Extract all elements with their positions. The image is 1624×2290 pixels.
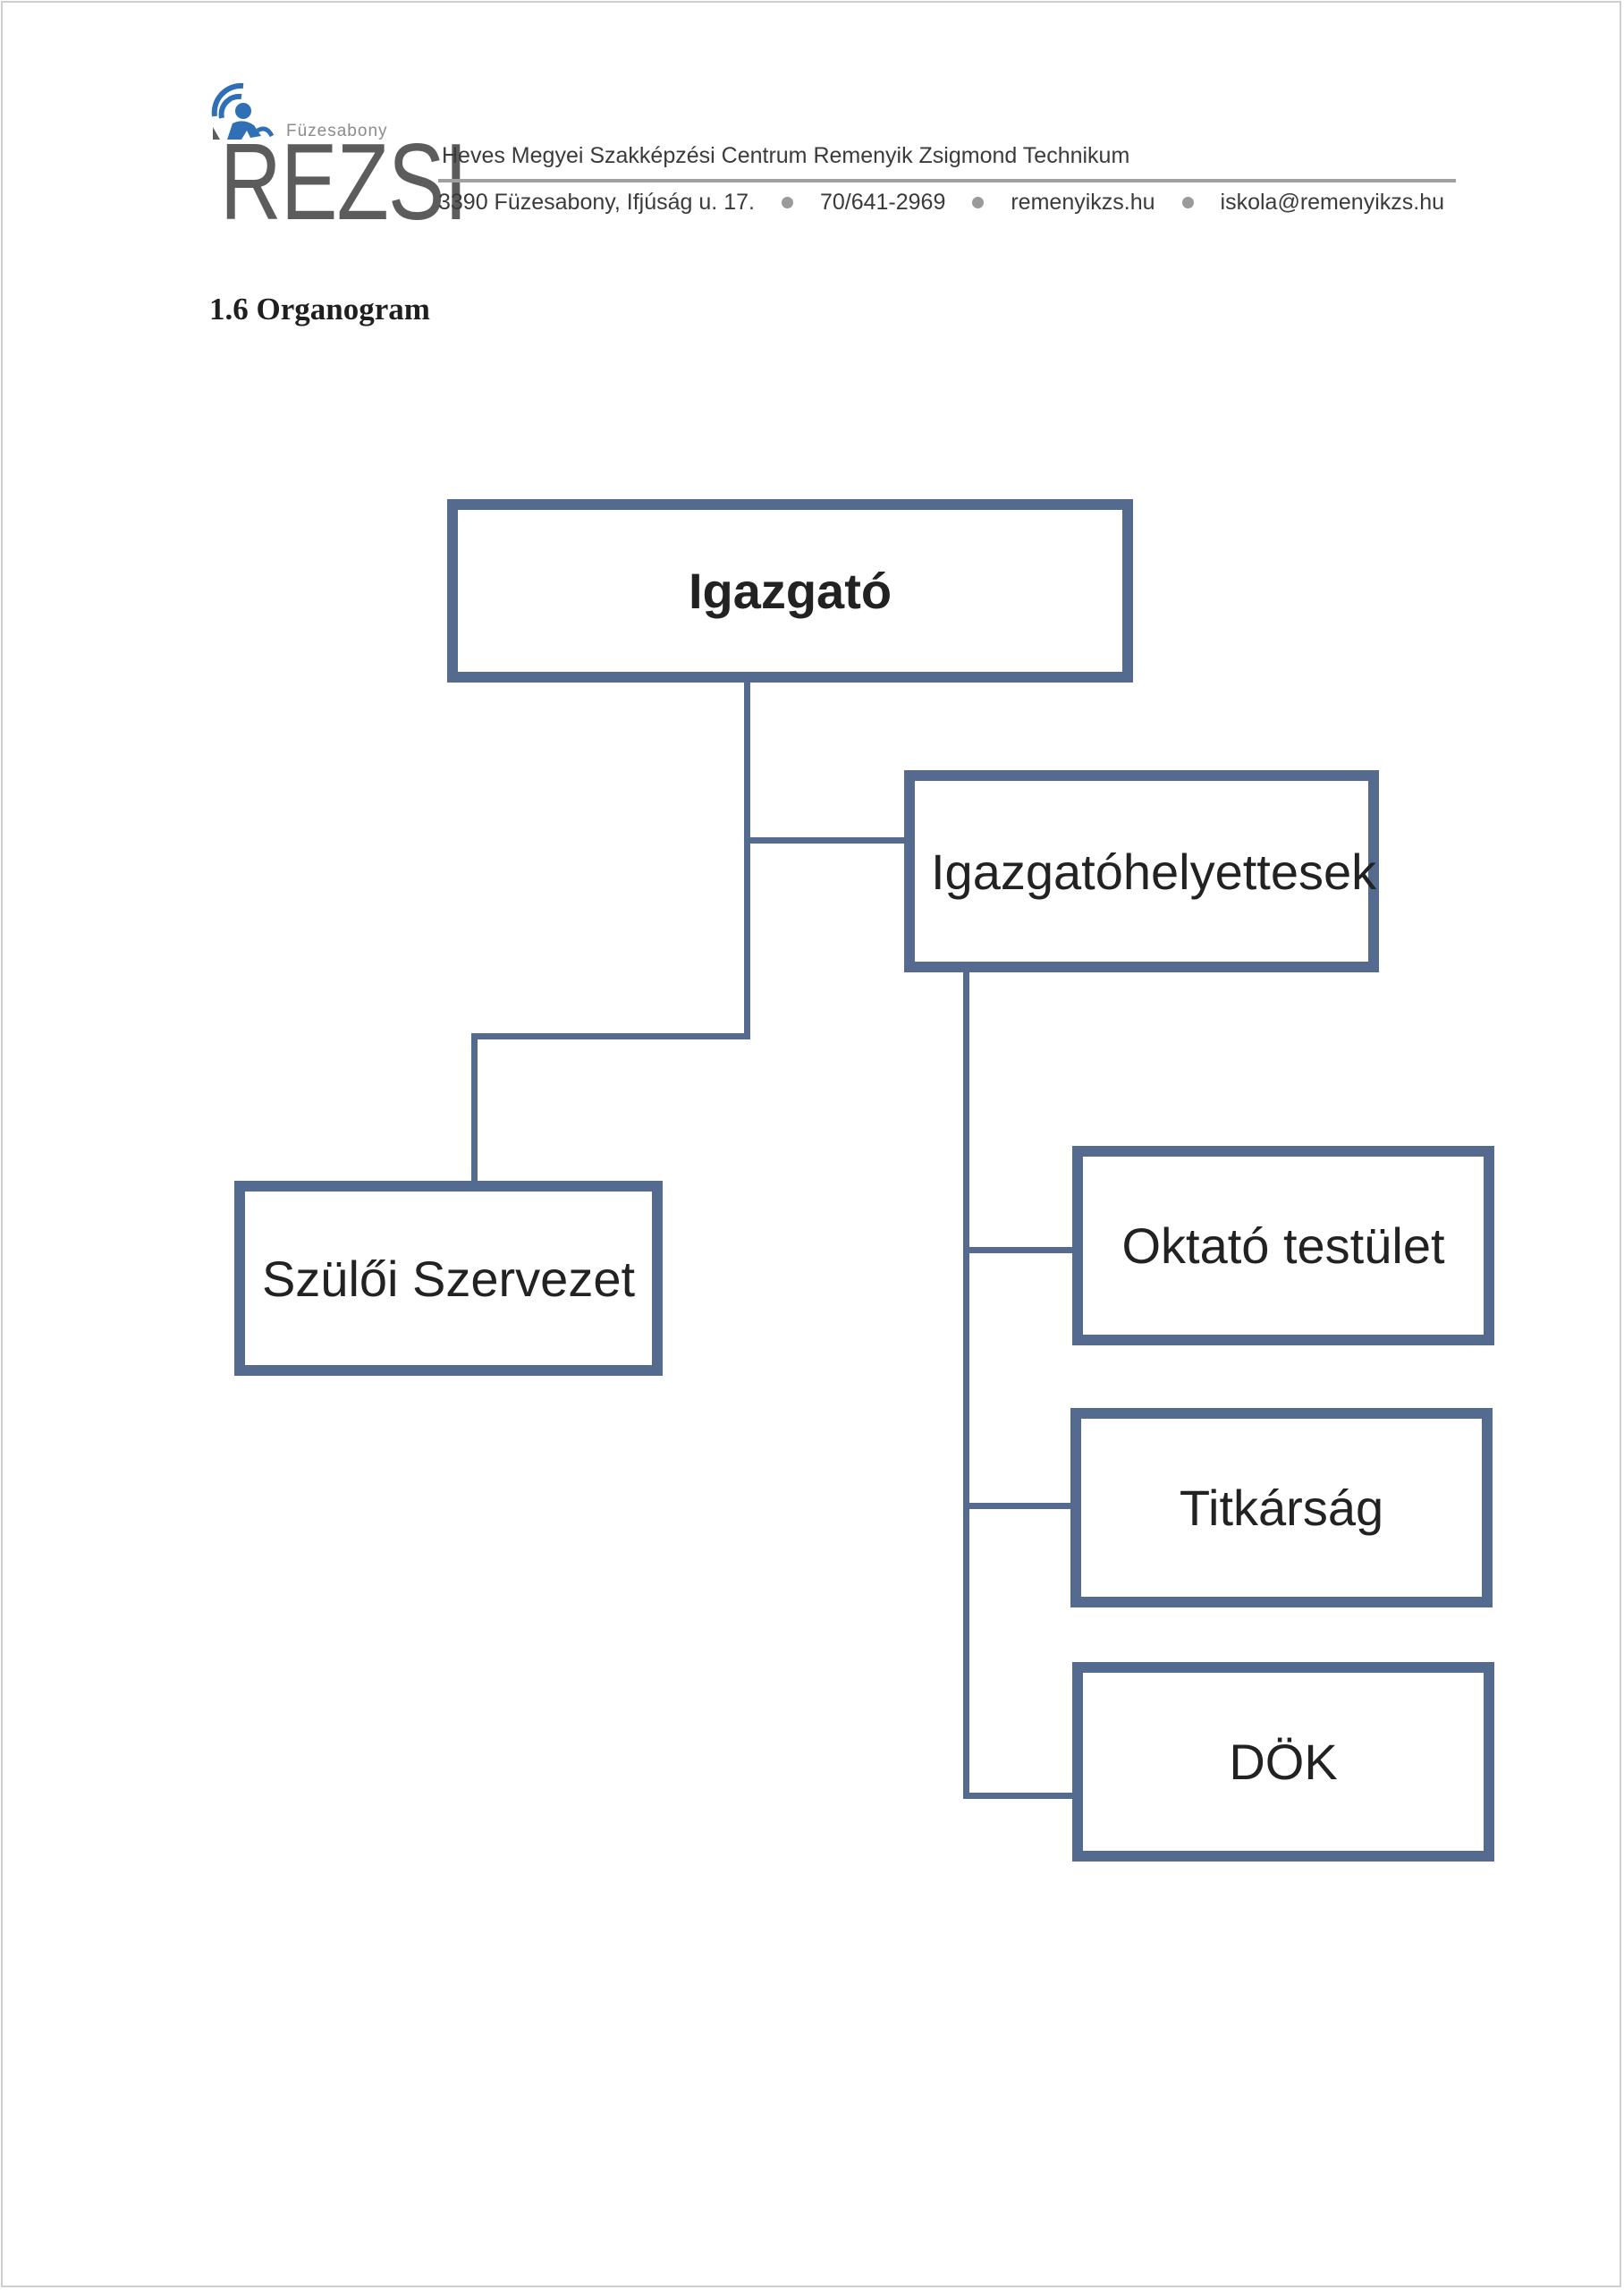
email-link[interactable]: iskola@remenyikzs.hu — [1220, 190, 1444, 215]
connector-root-down — [744, 673, 750, 1039]
bullet-icon — [972, 197, 985, 208]
org-node-teaching-staff: Oktató testület — [1072, 1146, 1494, 1345]
connector-root-to-parents-h — [471, 1033, 750, 1039]
org-node-secretariat: Titkárság — [1070, 1408, 1493, 1607]
institution-name: Heves Megyei Szakképzési Centrum Remenyi… — [442, 143, 1130, 168]
org-node-deputies: Igazgatóhelyettesek — [904, 770, 1379, 972]
wifi-figure-icon — [211, 82, 275, 140]
connector-deputies-down — [963, 964, 969, 1799]
contact-line: 3390 Füzesabony, Ifjúság u. 17. 70/641-2… — [438, 190, 1458, 216]
connector-parents-v — [471, 1033, 478, 1185]
logo-city-text: Füzesabony — [286, 122, 388, 140]
address-text: 3390 Füzesabony, Ifjúság u. 17. — [438, 190, 755, 215]
section-title: 1.6 Organogram — [209, 292, 430, 327]
website-link[interactable]: remenyikzs.hu — [1011, 190, 1155, 215]
connector-root-to-deputies — [744, 837, 908, 844]
org-node-student-council: DÖK — [1072, 1662, 1494, 1862]
logo-brand-text: REZSI — [220, 121, 468, 242]
school-logo: Füzesabony REZSI — [207, 81, 468, 236]
bullet-icon — [781, 197, 793, 208]
org-node-label: Igazgatóhelyettesek — [931, 843, 1377, 900]
org-node-parents-org: Szülői Szervezet — [234, 1181, 663, 1376]
connector-to-secretariat — [963, 1503, 1078, 1509]
connector-to-student-council — [963, 1793, 1079, 1799]
header-divider — [438, 179, 1456, 182]
org-node-root: Igazgató — [447, 499, 1133, 683]
org-node-label: Igazgató — [688, 563, 892, 619]
org-node-label: Oktató testület — [1121, 1217, 1445, 1274]
bullet-icon — [1181, 197, 1194, 208]
org-node-label: Szülői Szervezet — [261, 1250, 636, 1307]
phone-text: 70/641-2969 — [819, 190, 946, 215]
org-node-label: DÖK — [1229, 1734, 1338, 1790]
org-node-label: Titkárság — [1179, 1480, 1384, 1536]
connector-to-teaching-staff — [963, 1247, 1081, 1253]
